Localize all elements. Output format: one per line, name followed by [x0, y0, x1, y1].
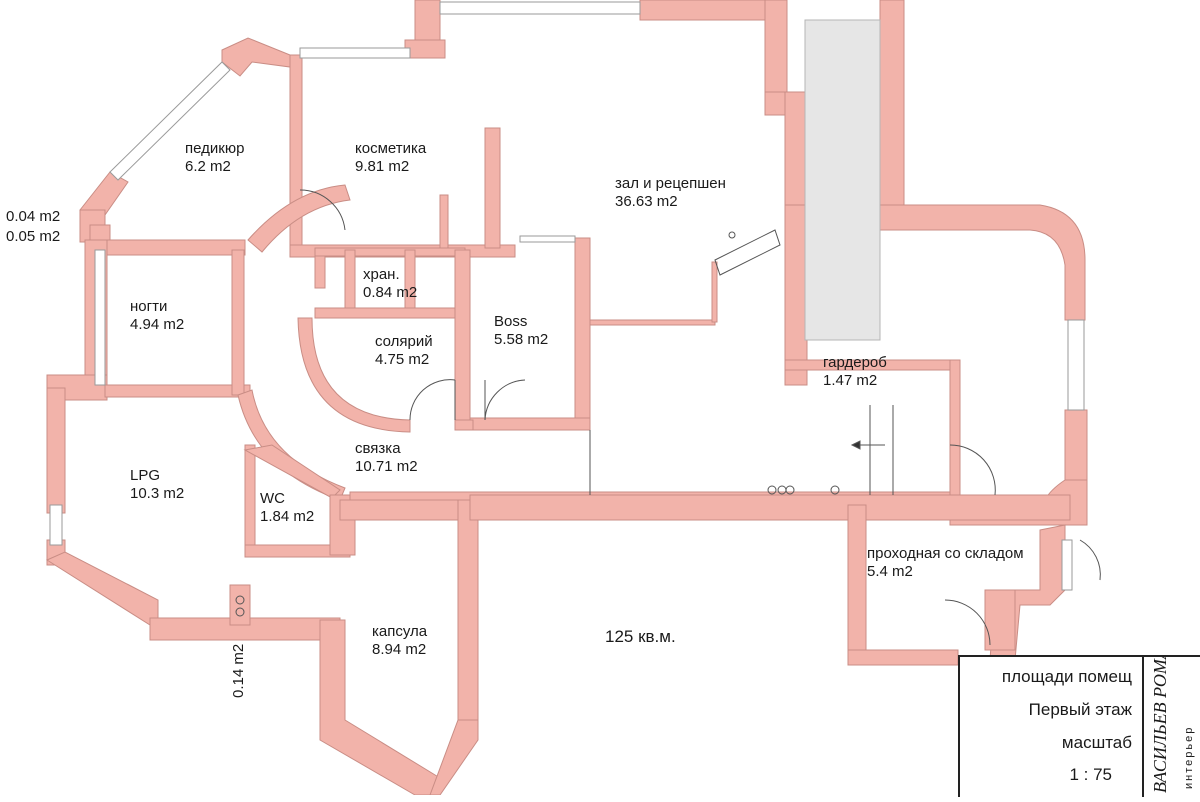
total-area: 125 кв.м. — [605, 627, 676, 646]
logo-mark: ВАСИЛЬЕВ РОМАН интерьер — [1150, 634, 1195, 793]
room-hran: хран.0.84 m2 — [363, 266, 418, 301]
logo-name: ВАСИЛЬЕВ РОМАН — [1150, 657, 1170, 793]
small-area-3: 0.14 m2 — [230, 643, 247, 698]
title-block: площади помещ Первый этаж масштаб 1 : 75… — [958, 634, 1200, 797]
small-area-1: 0.04 m2 — [6, 208, 61, 225]
logo: ВАСИЛЬЕВ РОМАН интерьер — [1142, 634, 1200, 797]
doors — [235, 189, 1101, 646]
logo-sub: интерьер — [1183, 726, 1195, 789]
column — [804, 19, 881, 341]
stamp-line-1: площади помещ — [1001, 667, 1132, 686]
small-area-2: 0.05 m2 — [6, 228, 61, 245]
stamp-scale: 1 : 75 — [1069, 765, 1112, 784]
stamp-line-2: Первый этаж — [1028, 700, 1132, 719]
stamp-line-3: масштаб — [1061, 733, 1132, 752]
windows — [49, 1, 1085, 591]
walls — [45, 0, 1088, 795]
